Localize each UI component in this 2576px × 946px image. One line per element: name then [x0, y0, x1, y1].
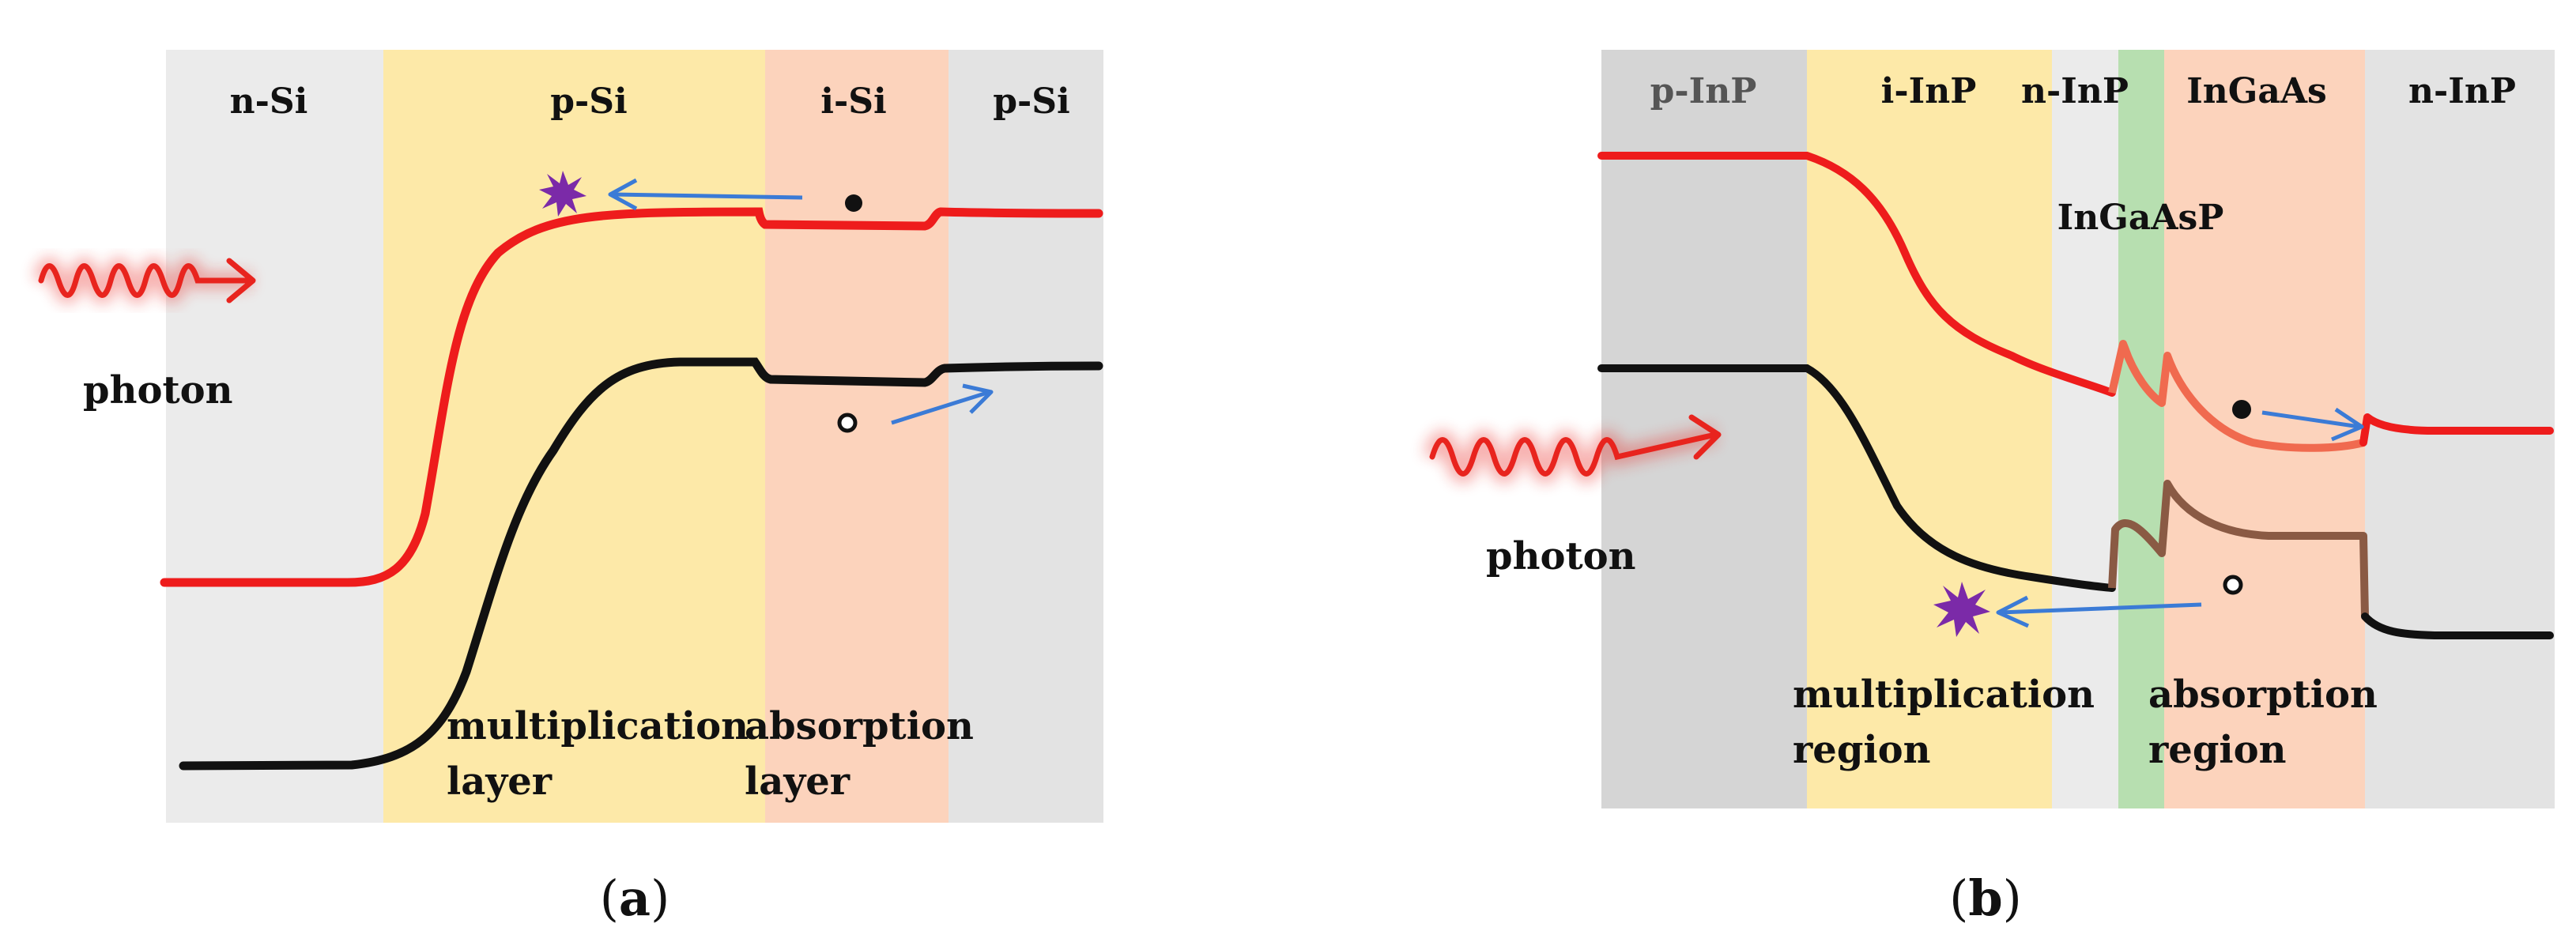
hole-drift-arrow-a: [891, 390, 990, 425]
multiplication-layer-label-line2: layer: [447, 759, 553, 804]
region-label-p-inp: p-InP: [1650, 71, 1757, 111]
impact-ionization-burst-icon: [539, 171, 586, 217]
hole-drift-arrow-head-a: [962, 383, 994, 414]
photon-wave-icon: [32, 257, 256, 304]
conduction-band-a: [160, 207, 1103, 587]
absorption-region-label: absorption: [2148, 673, 2378, 717]
region-label-p-si-right: p-Si: [993, 81, 1070, 122]
region-ingaas: [2164, 50, 2365, 808]
grading-layer-label: InGaAsP: [2057, 198, 2224, 238]
absorption-layer-label: absorption: [745, 704, 974, 748]
multiplication-region-label-line2: region: [1793, 728, 1931, 772]
impact-ionization-burst-icon-b: [1933, 582, 1990, 637]
electron-dot-icon: [845, 194, 862, 212]
region-i-si: [765, 50, 949, 823]
hole-circle-icon-b: [2223, 575, 2243, 595]
region-label-n-si: n-Si: [230, 81, 308, 122]
electron-drift-arrow-head-b: [2331, 407, 2364, 442]
region-label-n-inp-right: n-InP: [2408, 71, 2516, 111]
photon-label-b: photon: [1486, 534, 1636, 579]
region-ingaasp: [2118, 50, 2164, 808]
valence-band-a: [179, 357, 1103, 771]
conduction-band-b-right: [2359, 413, 2554, 447]
electron-drift-arrow-a: [612, 192, 803, 200]
region-label-i-si: i-Si: [820, 81, 886, 122]
valence-band-b: [1597, 364, 2116, 592]
panel-b: p-InP i-InP n-InP InGaAs n-InP InGaAsP p…: [1423, 50, 2555, 927]
absorption-region-label-line2: region: [2148, 728, 2287, 772]
region-label-p-si: p-Si: [550, 81, 628, 122]
electron-drift-arrow-head-a: [608, 178, 638, 211]
multiplication-region-label: multiplication: [1793, 673, 2095, 717]
conduction-band-b: [1597, 152, 2116, 397]
electron-drift-arrow-b: [2261, 410, 2360, 429]
region-p-si-right: [949, 50, 1103, 823]
hole-drift-arrow-b: [1999, 602, 2202, 615]
hole-circle-icon: [837, 413, 858, 433]
conduction-band-b-grading: [2108, 340, 2365, 452]
region-p-si: [383, 50, 765, 823]
region-n-inp-mid: [2052, 50, 2118, 808]
caption-b: (b): [1949, 869, 2022, 927]
photon-label-a: photon: [83, 368, 233, 413]
electron-dot-icon-b: [2232, 400, 2251, 419]
region-label-ingaas: InGaAs: [2186, 71, 2327, 111]
multiplication-layer-label: multiplication: [447, 704, 749, 748]
panel-a: n-Si p-Si i-Si p-Si photon multiplicatio…: [32, 50, 1103, 927]
region-n-si: [166, 50, 383, 823]
absorption-layer-label-line2: layer: [745, 759, 850, 804]
caption-a: (a): [600, 869, 670, 927]
region-label-n-inp-mid: n-InP: [2021, 71, 2129, 111]
valence-band-b-grading: [2108, 480, 2369, 617]
hole-drift-arrow-head-b: [1996, 595, 2030, 628]
valence-band-b-right: [2361, 612, 2554, 639]
region-label-i-inp: i-InP: [1881, 71, 1977, 111]
photon-wave-icon-b: [1423, 414, 1722, 484]
